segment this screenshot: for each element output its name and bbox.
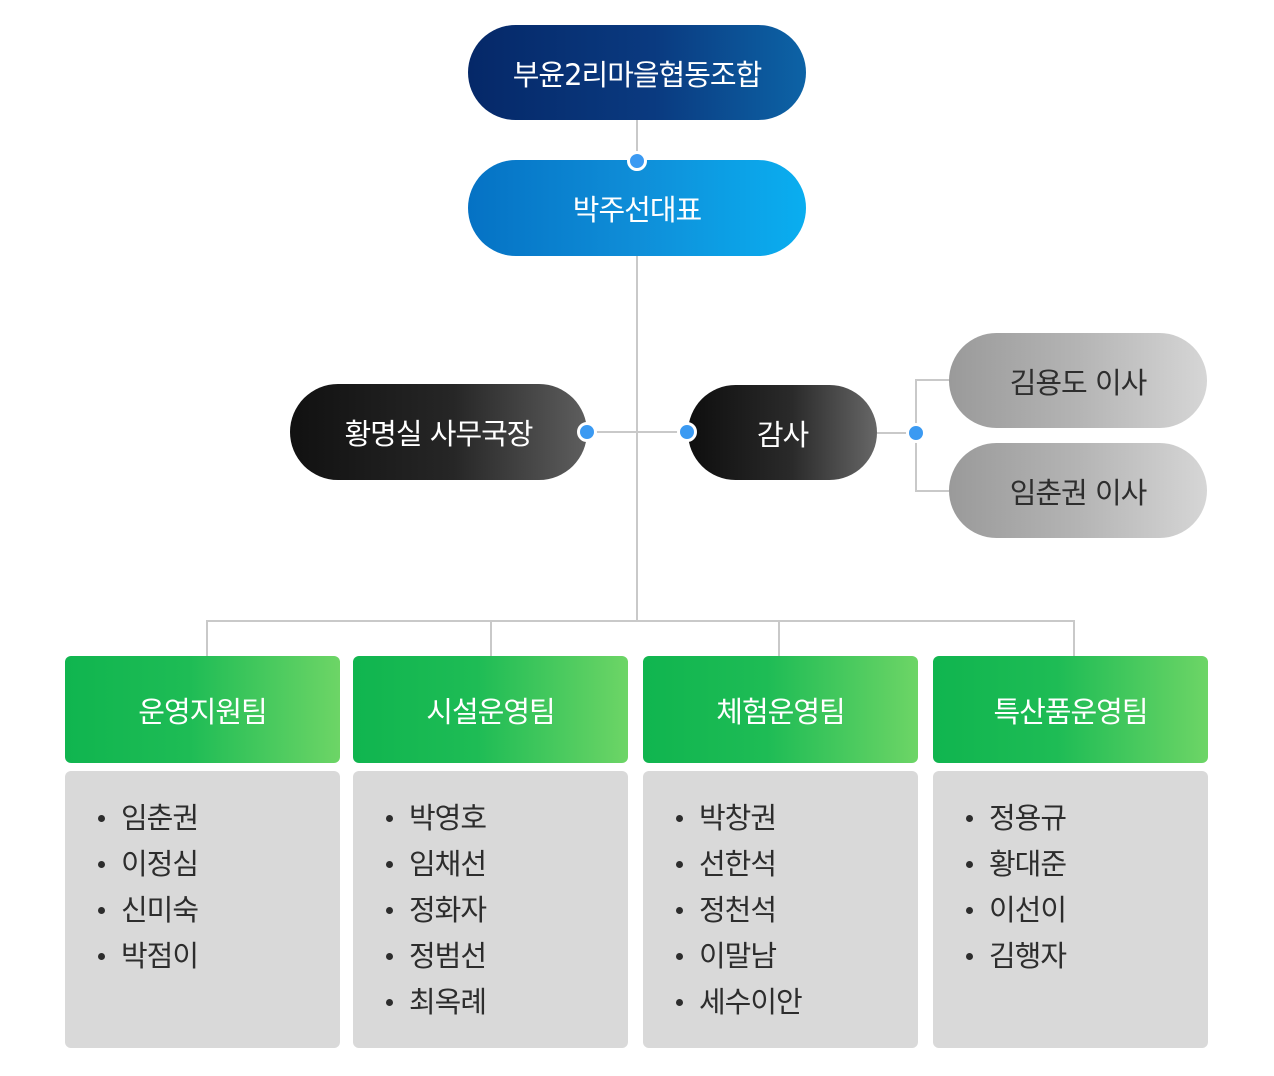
team-name: 특산품운영팀 xyxy=(993,694,1148,729)
member-item: 세수이안 xyxy=(643,979,918,1025)
member-item: 박점이 xyxy=(65,933,340,979)
director-label: 김용도 이사 xyxy=(1009,365,1148,400)
member-item: 박영호 xyxy=(353,795,628,841)
team-members-facility-operations: 박영호 임채선 정화자 정범선 최옥례 xyxy=(353,771,628,1048)
member-item: 선한석 xyxy=(643,841,918,887)
team-name: 운영지원팀 xyxy=(138,694,267,729)
connector-dot-secretary xyxy=(577,422,597,442)
team-name: 체험운영팀 xyxy=(716,694,845,729)
director-node: 김용도 이사 xyxy=(949,333,1207,428)
team-members-experience-operations: 박창권 선한석 정천석 이말남 세수이안 xyxy=(643,771,918,1048)
director-label: 임춘권 이사 xyxy=(1009,475,1148,510)
team-header-specialty-products: 특산품운영팀 xyxy=(933,656,1208,763)
team-header-facility-operations: 시설운영팀 xyxy=(353,656,628,763)
director-node: 임춘권 이사 xyxy=(949,443,1207,538)
connector-teams-horizontal xyxy=(206,620,1075,622)
representative-node: 박주선대표 xyxy=(468,160,806,256)
member-item: 임춘권 xyxy=(65,795,340,841)
team-name: 시설운영팀 xyxy=(426,694,555,729)
member-item: 정화자 xyxy=(353,887,628,933)
member-item: 이선이 xyxy=(933,887,1208,933)
audit-node: 감사 xyxy=(688,385,877,480)
connector-team1 xyxy=(206,620,208,656)
member-item: 임채선 xyxy=(353,841,628,887)
member-item: 황대준 xyxy=(933,841,1208,887)
connector-dot-directors xyxy=(906,423,926,443)
secretary-general-node: 황명실 사무국장 xyxy=(290,384,587,480)
member-item: 정범선 xyxy=(353,933,628,979)
representative-label: 박주선대표 xyxy=(572,193,702,227)
cooperative-label: 부윤2리마을협동조합 xyxy=(512,57,763,92)
secretary-general-label: 황명실 사무국장 xyxy=(344,417,534,451)
connector-main-trunk xyxy=(636,256,638,622)
audit-label: 감사 xyxy=(756,417,809,452)
connector-team3 xyxy=(778,620,780,656)
member-item: 정용규 xyxy=(933,795,1208,841)
team-header-experience-operations: 체험운영팀 xyxy=(643,656,918,763)
member-item: 정천석 xyxy=(643,887,918,933)
member-item: 박창권 xyxy=(643,795,918,841)
team-members-specialty-products: 정용규 황대준 이선이 김행자 xyxy=(933,771,1208,1048)
member-item: 이말남 xyxy=(643,933,918,979)
connector-team2 xyxy=(490,620,492,656)
connector-dot-audit xyxy=(677,422,697,442)
connector-audit-stub xyxy=(877,432,917,434)
connector-trunk-audit xyxy=(637,431,688,433)
connector-trunk-secretary xyxy=(587,431,637,433)
member-item: 최옥례 xyxy=(353,979,628,1025)
connector-coop-ceo xyxy=(636,120,638,160)
team-header-operations-support: 운영지원팀 xyxy=(65,656,340,763)
connector-team4 xyxy=(1073,620,1075,656)
team-members-operations-support: 임춘권 이정심 신미숙 박점이 xyxy=(65,771,340,1048)
connector-director2 xyxy=(915,490,949,492)
connector-dot-ceo xyxy=(627,151,647,171)
member-item: 이정심 xyxy=(65,841,340,887)
member-item: 신미숙 xyxy=(65,887,340,933)
connector-director1 xyxy=(915,379,949,381)
cooperative-node: 부윤2리마을협동조합 xyxy=(468,25,806,120)
member-item: 김행자 xyxy=(933,933,1208,979)
